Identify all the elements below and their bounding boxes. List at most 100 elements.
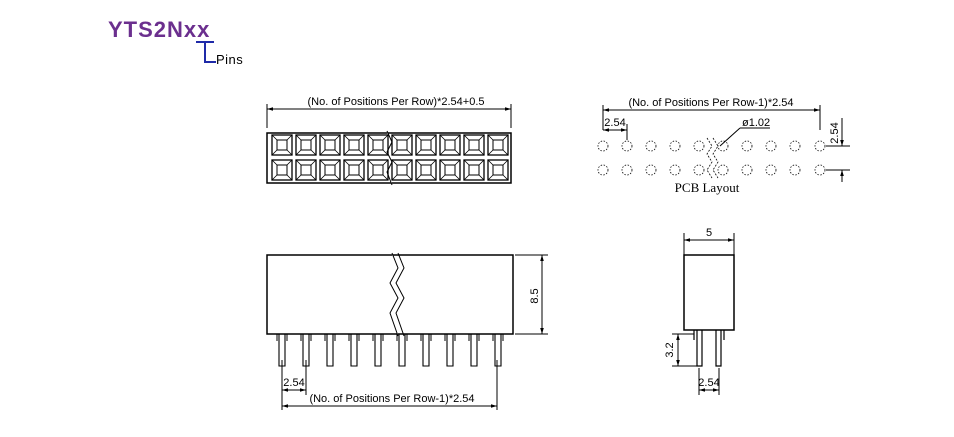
- contact-cell-bevel: [295, 134, 302, 141]
- contact-cell-bevel: [406, 174, 413, 181]
- contact-cell-outer: [319, 134, 341, 156]
- contact-cell-bevel: [391, 159, 398, 166]
- pcb-row-pitch-label: (No. of Positions Per Row-1)*2.54: [628, 97, 793, 109]
- contact-cell-outer: [463, 134, 485, 156]
- contact-cell-bevel: [358, 134, 365, 141]
- pcb-pitch-dimension: [603, 124, 628, 140]
- contact-cell-outer: [367, 134, 389, 156]
- front-height-label: 8.5: [529, 288, 541, 303]
- contact-cell-bevel: [430, 174, 437, 181]
- contact-cell-bevel: [295, 159, 302, 166]
- contact-cell-inner: [468, 164, 480, 176]
- front-pin: [494, 334, 502, 367]
- front-pin: [350, 334, 358, 367]
- side-pin-length-label: 3.2: [664, 342, 676, 357]
- contact-cell-bevel: [358, 174, 365, 181]
- contact-cell-inner: [324, 164, 336, 176]
- contact-cell-bevel: [430, 149, 437, 156]
- pcb-hole: [597, 164, 609, 176]
- front-pin: [374, 334, 382, 367]
- pcb-row-spacing-label: 2.54: [829, 122, 841, 143]
- contact-cell-outer: [415, 134, 437, 156]
- contact-cell-inner: [276, 139, 288, 151]
- top-view-width-label: (No. of Positions Per Row)*2.54+0.5: [307, 96, 484, 108]
- contact-cell-bevel: [319, 149, 326, 156]
- contact-cell-bevel: [319, 174, 326, 181]
- contact-cell-bevel: [382, 174, 389, 181]
- pcb-hole: [765, 164, 777, 176]
- contact-cell-inner: [492, 139, 504, 151]
- top-view-contacts: [271, 134, 509, 181]
- side-view-pins: [693, 330, 725, 367]
- pcb-hole: [741, 140, 753, 152]
- top-view-body: [266, 132, 512, 184]
- contact-cell-bevel: [295, 174, 302, 181]
- contact-cell-outer: [295, 134, 317, 156]
- contact-cell-outer: [391, 159, 413, 181]
- pcb-hole: [621, 164, 633, 176]
- pcb-hole: [741, 164, 753, 176]
- front-row-span-dimension: [281, 360, 498, 410]
- contact-cell-bevel: [487, 159, 494, 166]
- contact-cell-bevel: [271, 134, 278, 141]
- contact-cell-inner: [396, 139, 408, 151]
- front-pin: [422, 334, 430, 367]
- pcb-hole: [789, 140, 801, 152]
- contact-cell-bevel: [319, 159, 326, 166]
- contact-cell-inner: [300, 139, 312, 151]
- contact-cell-bevel: [454, 174, 461, 181]
- contact-cell-bevel: [454, 149, 461, 156]
- contact-cell-inner: [420, 164, 432, 176]
- contact-cell-bevel: [295, 149, 302, 156]
- contact-cell-inner: [276, 164, 288, 176]
- contact-cell-bevel: [358, 149, 365, 156]
- pcb-hole: [669, 164, 681, 176]
- contact-cell-bevel: [310, 149, 317, 156]
- top-view: (No. of Positions Per Row)*2.54+0.5: [266, 96, 512, 186]
- contact-cell-bevel: [343, 174, 350, 181]
- pcb-hole: [717, 164, 729, 176]
- contact-cell-inner: [444, 164, 456, 176]
- contact-cell-inner: [300, 164, 312, 176]
- pcb-hole: [693, 140, 705, 152]
- contact-cell-inner: [420, 139, 432, 151]
- contact-cell-inner: [372, 139, 384, 151]
- contact-cell-outer: [391, 134, 413, 156]
- contact-cell-bevel: [487, 174, 494, 181]
- contact-cell-bevel: [310, 159, 317, 166]
- side-pin-length-dimension: [672, 333, 697, 367]
- contact-cell-outer: [463, 159, 485, 181]
- contact-cell-bevel: [286, 149, 293, 156]
- contact-cell-outer: [487, 134, 509, 156]
- contact-cell-outer: [439, 134, 461, 156]
- contact-cell-bevel: [382, 134, 389, 141]
- contact-cell-bevel: [391, 149, 398, 156]
- pcb-break-line-b: [712, 137, 719, 179]
- contact-cell-bevel: [343, 159, 350, 166]
- front-pitch-dimension: [281, 360, 307, 395]
- contact-cell-bevel: [334, 174, 341, 181]
- contact-cell-bevel: [319, 134, 326, 141]
- contact-cell-outer: [343, 159, 365, 181]
- contact-cell-bevel: [439, 149, 446, 156]
- contact-cell-bevel: [367, 159, 374, 166]
- contact-cell-bevel: [415, 134, 422, 141]
- top-view-width-dimension: [266, 104, 512, 128]
- contact-cell-bevel: [310, 134, 317, 141]
- contact-cell-inner: [396, 164, 408, 176]
- front-pin: [470, 334, 478, 367]
- contact-cell-outer: [367, 159, 389, 181]
- pcb-hole-leader: [719, 127, 770, 147]
- contact-cell-bevel: [271, 159, 278, 166]
- contact-cell-bevel: [334, 134, 341, 141]
- contact-cell-outer: [415, 159, 437, 181]
- side-row-spacing-label: 2.54: [698, 377, 719, 389]
- contact-cell-bevel: [343, 149, 350, 156]
- contact-cell-bevel: [454, 159, 461, 166]
- contact-cell-bevel: [382, 159, 389, 166]
- side-width-dimension: [683, 233, 735, 255]
- front-row-span-label: (No. of Positions Per Row-1)*2.54: [309, 393, 474, 405]
- contact-cell-bevel: [310, 174, 317, 181]
- contact-cell-outer: [487, 159, 509, 181]
- contact-cell-inner: [444, 139, 456, 151]
